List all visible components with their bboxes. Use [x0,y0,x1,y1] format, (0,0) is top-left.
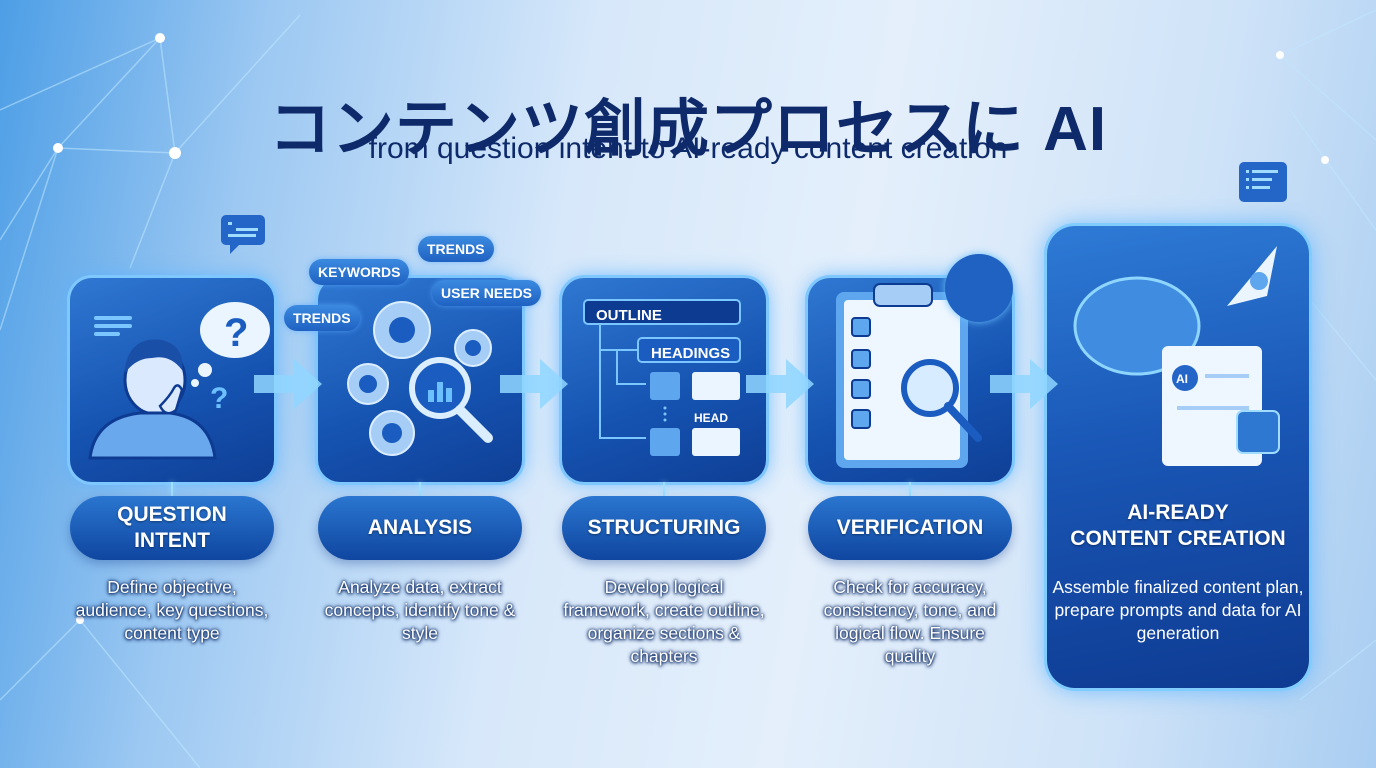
ai-badge: AI [1176,372,1188,386]
bubble-user-needs: USER NEEDS [432,280,542,306]
robot-chip-icon [1236,410,1280,454]
step-card-ai-ready: AI [1047,226,1309,688]
step-desc-ai-ready: Assemble finalized content plan, prepare… [1052,577,1304,643]
gears-magnifier-icon [347,301,493,456]
step-desc-verification: Check for accuracy, consistency, tone, a… [823,577,997,666]
connector [663,482,665,496]
step-desc-question-intent: Define objective, audience, key question… [75,577,269,643]
bubble-trends-left: TRENDS [284,305,360,331]
arrow-right-icon [746,359,814,409]
step-label-structuring: STRUCTURING [562,496,766,560]
step-label-ai-ready: AI-READY CONTENT CREATION [1070,501,1286,550]
arrow-right-icon [500,359,568,409]
step-card-analysis [318,278,522,482]
page-subtitle: from question intent to AI-ready content… [368,132,1008,165]
tag-headings: HEADINGS [651,345,731,362]
connector [171,482,173,496]
bubble-trends-top: TRENDS [418,236,494,262]
svg-text:?: ? [210,382,228,415]
connector [909,482,911,496]
connector [419,482,421,496]
checklist-clipboard-icon [836,283,982,468]
outline-tree-icon [583,299,741,456]
step-label-verification: VERIFICATION [808,496,1012,560]
tag-head: HEAD [694,411,729,425]
arrow-right-icon [254,359,322,409]
tag-outline: OUTLINE [596,307,662,324]
step-card-structuring [562,278,766,482]
chat-bubble-icon [221,215,265,254]
svg-text:?: ? [224,311,248,355]
list-document-icon [1239,162,1287,202]
page-title: コンテンツ創成プロセスに AI [268,95,1108,164]
arrow-right-icon [990,359,1058,409]
step-label-analysis: ANALYSIS [318,496,522,560]
thumbs-up-icon [945,254,1013,322]
step-desc-structuring: Develop logical framework, create outlin… [563,577,765,666]
step-card-question-intent: ? ? [70,278,274,482]
step-desc-analysis: Analyze data, extract concepts, identify… [324,577,516,643]
bubble-keywords: KEYWORDS [309,259,410,285]
ai-brain-rocket-icon: AI [1073,246,1280,466]
thinking-person-icon: ? ? [88,302,270,460]
